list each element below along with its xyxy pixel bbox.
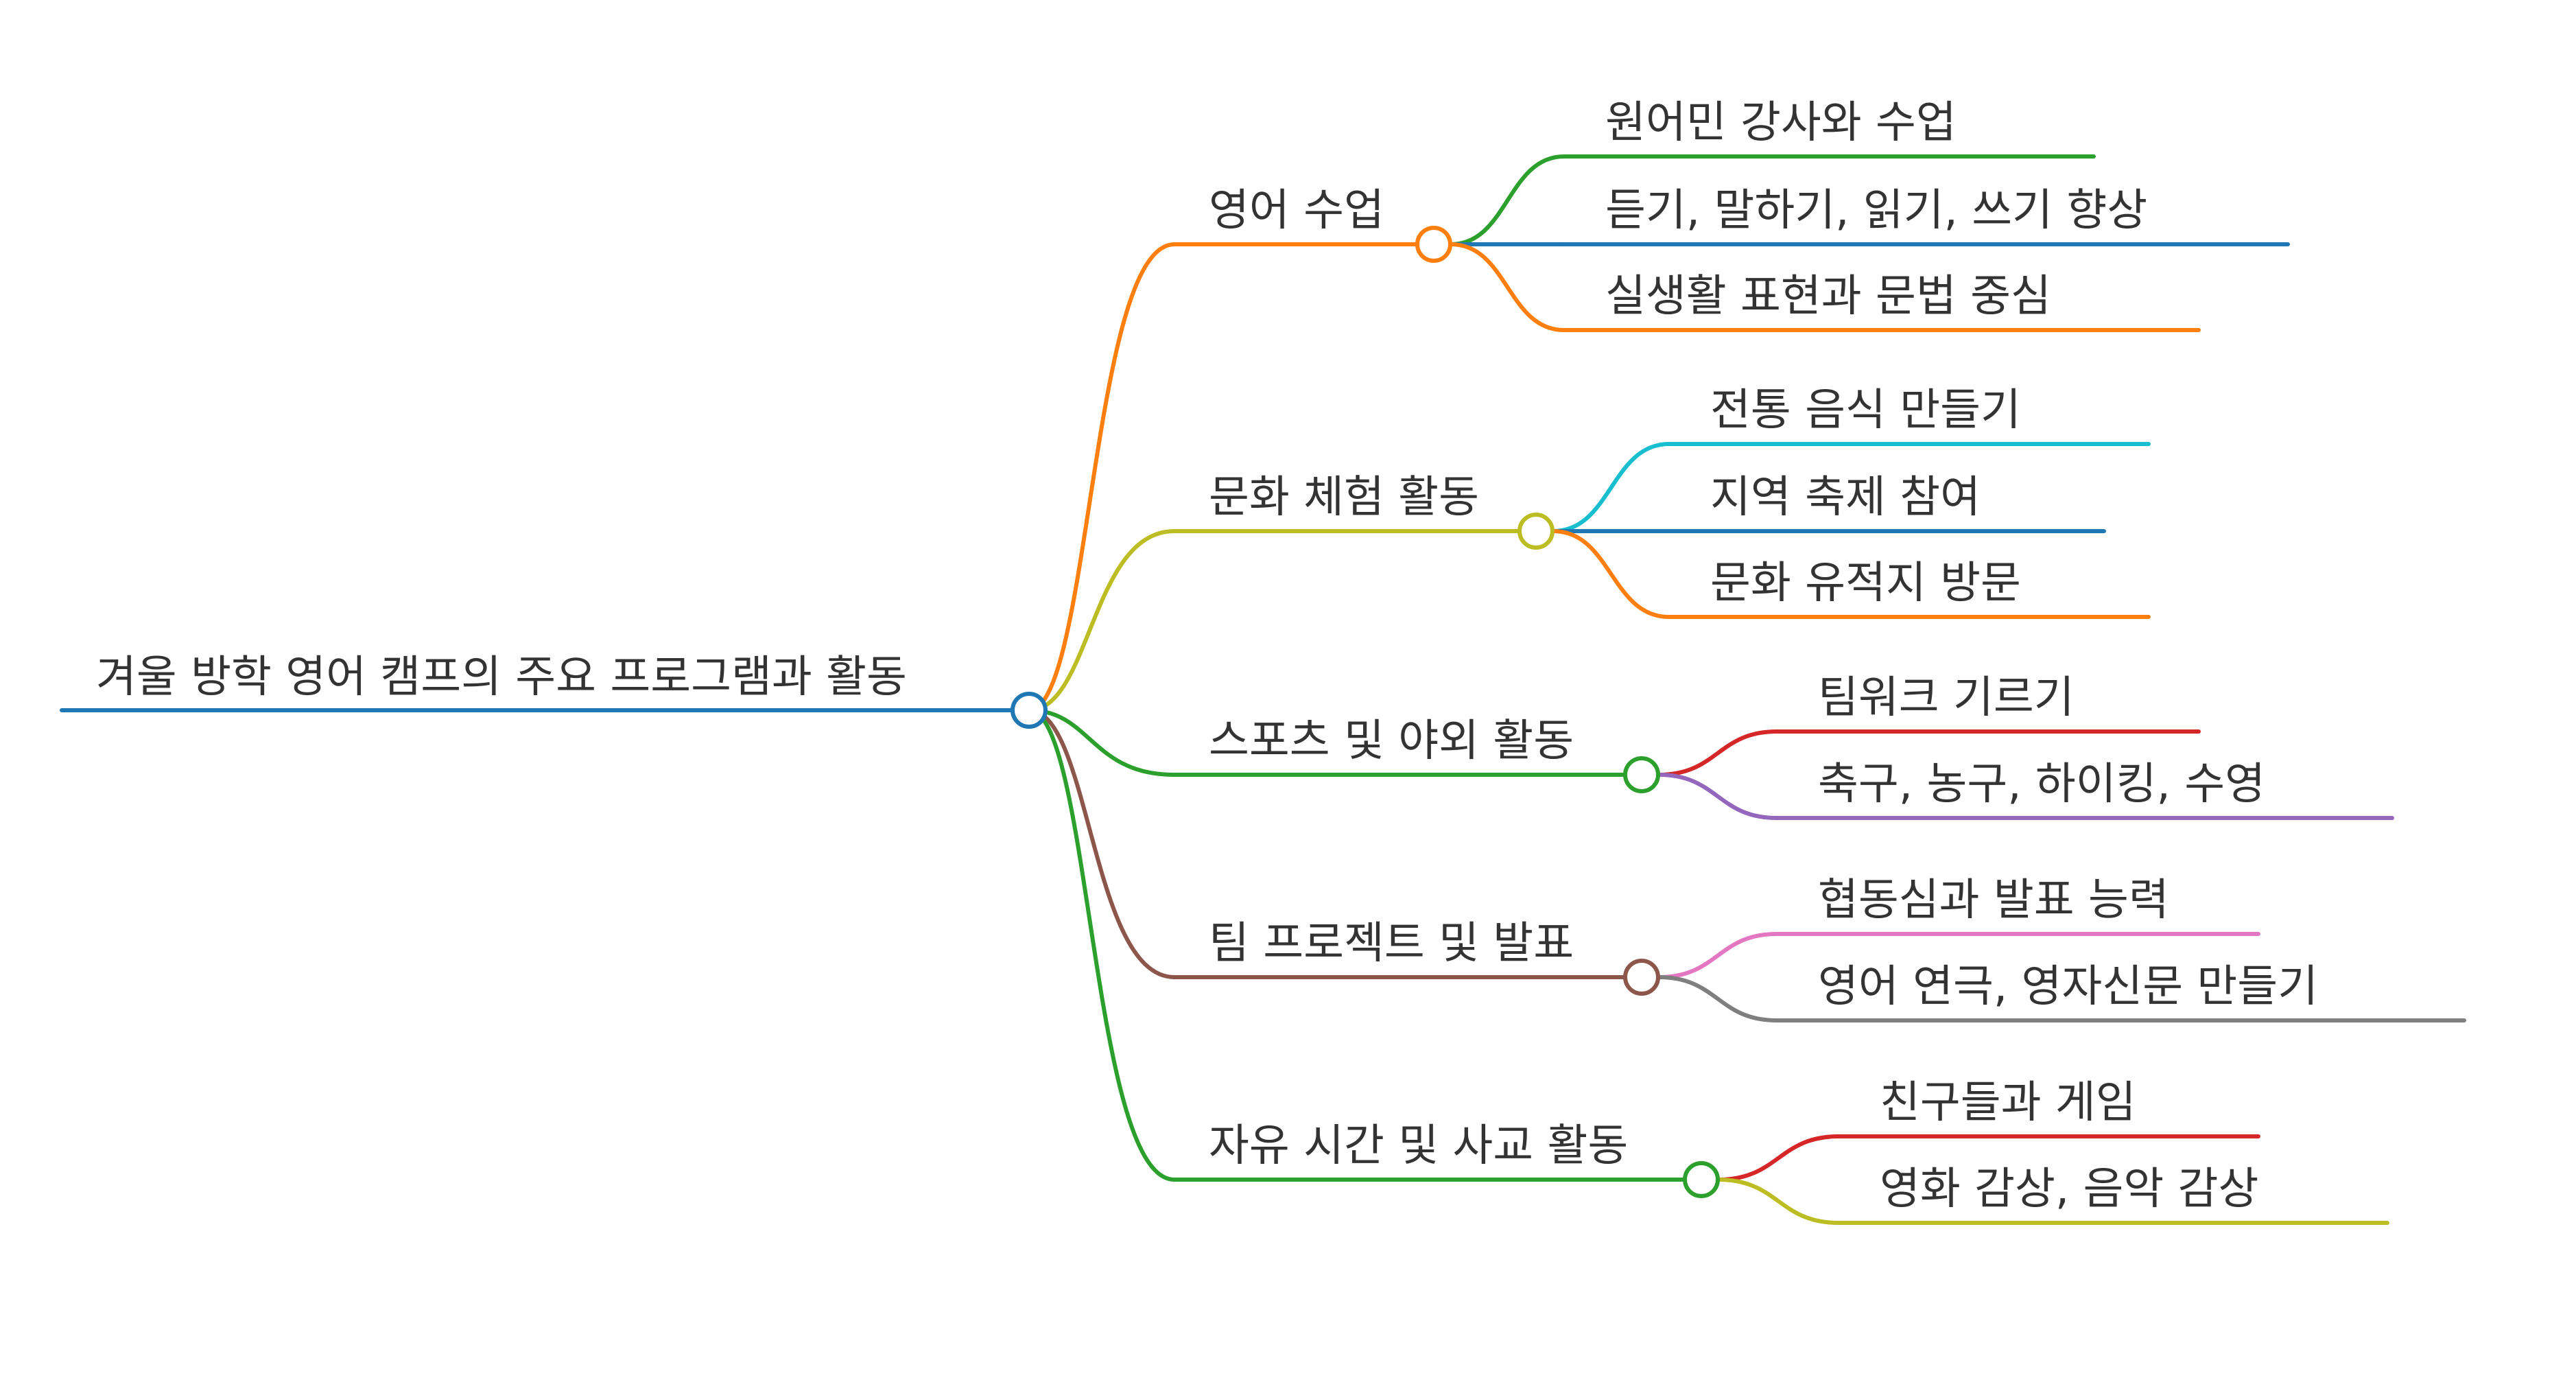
branch-edge (1027, 242, 1177, 712)
leaf-edge (1657, 975, 1779, 1022)
branch-node-dot (1683, 1161, 1720, 1198)
leaf-edge (1657, 932, 1779, 979)
leaf-edge (1449, 154, 1566, 246)
branch-edge (1027, 708, 1177, 1182)
branch-edge (1027, 529, 1177, 712)
branch-edge (1027, 708, 1177, 979)
leaf-label: 전통 음식 만들기 (1710, 385, 2021, 436)
mindmap-labels: 겨울 방학 영어 캠프의 주요 프로그램과 활동 영어 수업 원어민 강사와 수업… (96, 97, 2318, 1215)
leaf-label: 축구, 농구, 하이킹, 수영 (1818, 759, 2265, 810)
leaf-edge (1716, 1134, 1841, 1182)
branch-node-dot (1517, 513, 1555, 550)
branch-node-dot (1415, 226, 1452, 263)
branch-label: 자유 시간 및 사교 활동 (1209, 1121, 1628, 1171)
branch-label: 팀 프로젝트 및 발표 (1209, 918, 1574, 969)
branch-edge (1027, 708, 1177, 777)
leaf-label: 팀워크 기르기 (1818, 673, 2075, 723)
branch-label: 문화 체험 활동 (1209, 472, 1479, 523)
root-label: 겨울 방학 영어 캠프의 주요 프로그램과 활동 (96, 652, 907, 703)
leaf-label: 실생활 표현과 문법 중심 (1605, 271, 2051, 322)
leaf-label: 영화 감상, 음악 감상 (1880, 1164, 2258, 1215)
leaf-label: 듣기, 말하기, 읽기, 쓰기 향상 (1605, 185, 2147, 236)
mindmap-edges (1027, 154, 1841, 1225)
branch-node-dot (1623, 959, 1660, 996)
leaf-edge (1551, 442, 1671, 533)
leaf-edge (1657, 729, 1779, 777)
mindmap-underlines (60, 154, 2466, 1225)
branch-label: 스포츠 및 야외 활동 (1209, 716, 1574, 767)
mindmap-nodes (1011, 226, 1720, 1198)
leaf-edge (1449, 242, 1566, 332)
leaf-label: 협동심과 발표 능력 (1818, 875, 2169, 926)
branch-node-dot (1623, 756, 1660, 793)
leaf-edge (1657, 773, 1779, 820)
branch-label: 영어 수업 (1209, 185, 1384, 236)
leaf-label: 영어 연극, 영자신문 만들기 (1818, 961, 2318, 1012)
leaf-edge (1716, 1178, 1841, 1225)
leaf-edge (1551, 529, 1671, 619)
leaf-label: 원어민 강사와 수업 (1605, 97, 1957, 148)
leaf-label: 친구들과 게임 (1880, 1077, 2136, 1128)
leaf-label: 지역 축제 참여 (1710, 472, 1981, 523)
leaf-label: 문화 유적지 방문 (1710, 558, 2021, 609)
root-node-dot (1011, 692, 1048, 729)
